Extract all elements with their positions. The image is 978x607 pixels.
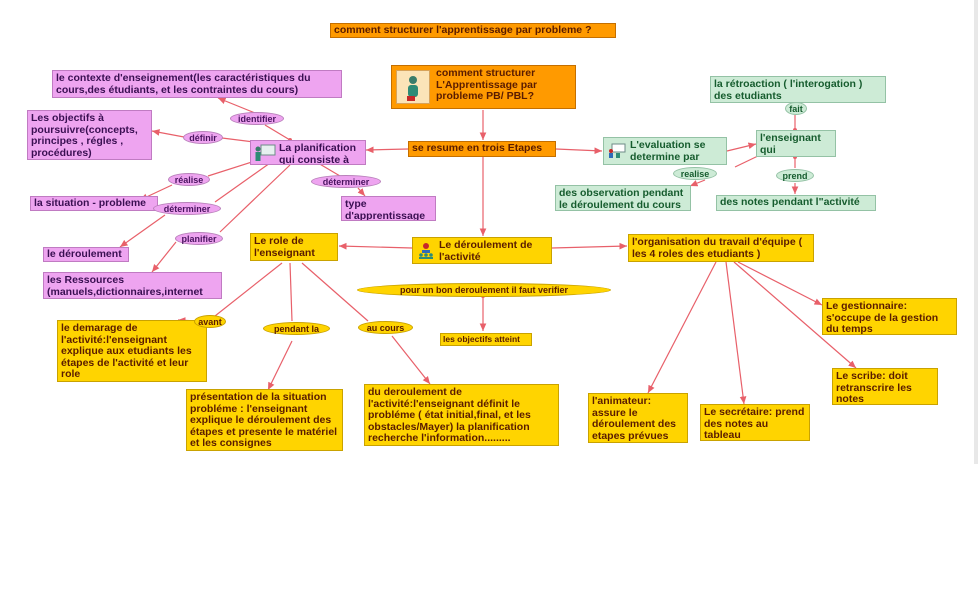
ressources-node[interactable]: les Ressources (manuels,dictionnaires,in… bbox=[43, 272, 222, 299]
situation-probleme-node[interactable]: la situation - probleme bbox=[30, 196, 158, 211]
presentation-icon bbox=[608, 143, 626, 159]
enseignant-eval-node[interactable]: l'enseignant qui bbox=[756, 130, 836, 157]
deroulement-activite-node[interactable]: Le déroulement de l'activité bbox=[412, 237, 552, 264]
pendant-label: pendant la bbox=[263, 322, 330, 335]
gestionnaire-node[interactable]: Le gestionnaire: s'occupe de la gestion … bbox=[822, 298, 957, 335]
definir-label: définir bbox=[183, 131, 223, 144]
evaluation-node[interactable]: L'evaluation se determine par bbox=[603, 137, 727, 165]
determiner-right-label: déterminer bbox=[311, 175, 381, 188]
objectifs-atteint-node[interactable]: les objectifs atteint bbox=[440, 333, 532, 346]
deroulement-activite-text: Le déroulement de l'activité bbox=[439, 239, 533, 263]
realise-right-label: realise bbox=[673, 167, 717, 180]
central-topic-text: comment structurer L'Apprentissage par p… bbox=[436, 67, 538, 102]
observation-node[interactable]: des observation pendant le déroulement d… bbox=[555, 185, 691, 211]
verifier-label: pour un bon deroulement il faut verifier bbox=[357, 283, 611, 297]
role-enseignant-node[interactable]: Le role de l'enseignant bbox=[250, 233, 338, 261]
evaluation-text: L'evaluation se determine par bbox=[630, 139, 706, 163]
demarrage-node[interactable]: le demarage de l'activité:l'enseignant e… bbox=[57, 320, 207, 382]
notes-activite-node[interactable]: des notes pendant l"activité bbox=[716, 195, 876, 211]
organisation-node[interactable]: l'organisation du travail d'équipe ( les… bbox=[628, 234, 814, 262]
map-title: comment structurer l'apprentissage par p… bbox=[330, 23, 616, 38]
person-icon bbox=[396, 70, 430, 104]
prend-label: prend bbox=[776, 169, 814, 182]
realise-left-label: réalise bbox=[168, 173, 210, 186]
objectifs-node[interactable]: Les objectifs à poursuivre(concepts, pri… bbox=[27, 110, 152, 160]
presentation-node[interactable]: présentation de la situation probléme : … bbox=[186, 389, 343, 451]
retroaction-node[interactable]: la rétroaction ( l'interogation ) des et… bbox=[710, 76, 886, 103]
vertical-scrollbar[interactable] bbox=[974, 0, 978, 464]
teacher-board-icon bbox=[254, 144, 276, 162]
deroulement-plan-node[interactable]: le déroulement bbox=[43, 247, 129, 262]
au-cours-label: au cours bbox=[358, 321, 413, 334]
central-topic[interactable]: comment structurer L'Apprentissage par p… bbox=[391, 65, 576, 109]
planifier-label: planifier bbox=[175, 232, 223, 245]
identifier-label: identifier bbox=[230, 112, 284, 125]
contexte-node[interactable]: le contexte d'enseignement(les caractéri… bbox=[52, 70, 342, 98]
trois-etapes-node[interactable]: se resume en trois Etapes bbox=[408, 141, 556, 157]
secretaire-node[interactable]: Le secrétaire: prend des notes au tablea… bbox=[700, 404, 810, 441]
scribe-node[interactable]: Le scribe: doit retranscrire les notes bbox=[832, 368, 938, 405]
type-apprentissage-node[interactable]: type d'apprentissage bbox=[341, 196, 436, 221]
team-icon bbox=[417, 242, 435, 260]
avant-label: avant bbox=[194, 315, 226, 328]
cours-deroulement-node[interactable]: du deroulement de l'activité:l'enseignan… bbox=[364, 384, 559, 446]
planification-text: La planification qui consiste à bbox=[279, 142, 357, 165]
animateur-node[interactable]: l'animateur: assure le déroulement des e… bbox=[588, 393, 688, 443]
planification-node[interactable]: La planification qui consiste à bbox=[250, 140, 366, 165]
fait-label: fait bbox=[785, 102, 807, 115]
determiner-left-label: déterminer bbox=[153, 202, 221, 215]
